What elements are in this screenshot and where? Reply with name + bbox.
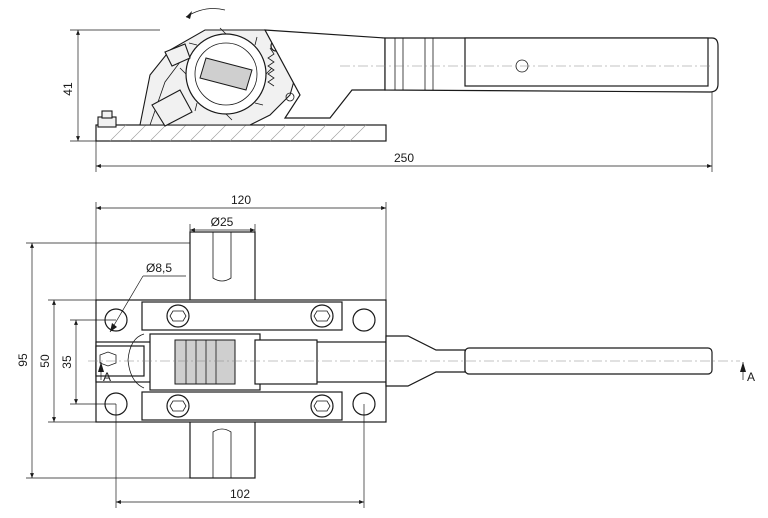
dim-label-35: 35 bbox=[60, 355, 74, 369]
section-marker-left: A bbox=[98, 362, 111, 384]
dim-label-95: 95 bbox=[16, 353, 30, 367]
base-plate bbox=[95, 124, 387, 142]
base-plate-hatch bbox=[109, 124, 367, 142]
dimension-height-50: 50 bbox=[38, 299, 96, 423]
dim-label-120: 120 bbox=[231, 193, 251, 207]
top-view: A A 120 Ø25 Ø8,5 bbox=[16, 193, 755, 508]
base-bolt-head bbox=[101, 110, 113, 119]
dimension-diameter-25: Ø25 bbox=[189, 215, 256, 232]
dim-label-25: Ø25 bbox=[211, 215, 234, 229]
dim-label-41: 41 bbox=[61, 82, 75, 96]
lower-guide bbox=[141, 391, 343, 421]
dimension-length-250: 250 bbox=[95, 92, 713, 172]
side-view: 41 250 bbox=[61, 8, 719, 172]
section-label-left: A bbox=[103, 370, 111, 384]
dim-label-50: 50 bbox=[38, 354, 52, 368]
ratchet-wheel bbox=[179, 27, 273, 121]
rotation-arrow bbox=[185, 8, 226, 18]
dimension-height-95: 95 bbox=[16, 242, 190, 479]
dim-label-8-5: Ø8,5 bbox=[146, 261, 172, 275]
upper-guide bbox=[141, 301, 343, 331]
dimension-height-41: 41 bbox=[61, 29, 160, 142]
dimension-diameter-8-5: Ø8,5 bbox=[109, 261, 186, 333]
socket-screws bbox=[166, 304, 334, 418]
dimension-width-102: 102 bbox=[115, 404, 365, 508]
section-marker-right: A bbox=[740, 362, 755, 384]
pawl bbox=[151, 89, 193, 127]
dimension-width-120: 120 bbox=[95, 193, 387, 300]
dim-label-102: 102 bbox=[230, 487, 250, 501]
dimension-height-35: 35 bbox=[60, 319, 116, 405]
top-stop bbox=[164, 43, 191, 67]
section-label-right: A bbox=[747, 370, 755, 384]
dim-label-250: 250 bbox=[394, 151, 414, 165]
handle-grip bbox=[464, 37, 709, 87]
